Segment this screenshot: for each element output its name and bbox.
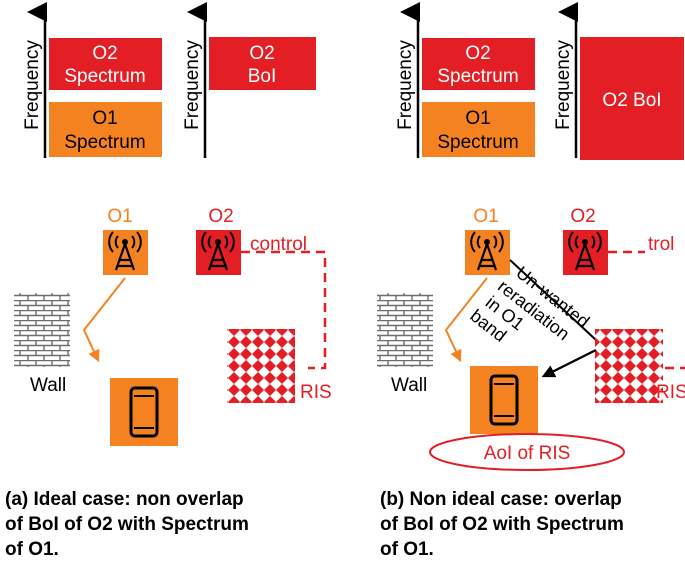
o1-to-ris-path — [509, 259, 597, 341]
o1-label: O1 — [473, 206, 498, 227]
caption-line-1: (b) Non ideal case: overlap — [380, 489, 622, 510]
ris-label: RIS — [300, 382, 332, 403]
spectrum-chart-b: Frequency O2 Spectrum O1 Spectrum — [395, 2, 535, 158]
caption-line-2: of BoI of O2 with Spectrum — [380, 514, 624, 535]
o1-signal-path — [444, 277, 488, 363]
caption-line-3: of O1. — [380, 539, 434, 560]
o2-spectrum-bar — [422, 38, 535, 90]
o1-label: O1 — [107, 206, 132, 227]
wall-label: Wall — [391, 375, 427, 396]
o1-signal-path — [82, 277, 126, 363]
o2-spectrum-label-2: Spectrum — [64, 66, 145, 87]
o2-boi-bar — [580, 37, 684, 160]
control-label: trol — [648, 234, 674, 255]
o1-spectrum-bar — [422, 102, 535, 157]
o2-label: O2 — [570, 206, 595, 227]
o1-spectrum-label-1: O1 — [92, 108, 117, 129]
reradiation-arrow — [541, 349, 597, 378]
o2-boi-label: O2 BoI — [602, 90, 661, 111]
control-link — [241, 250, 327, 370]
caption-line-2: of BoI of O2 with Spectrum — [5, 514, 249, 535]
frequency-axis-label: Frequency — [553, 40, 574, 130]
ris-icon — [227, 329, 295, 403]
wall-icon — [14, 293, 70, 367]
o2-spectrum-label-1: O2 — [465, 43, 490, 64]
o1-spectrum-label-2: Spectrum — [64, 132, 145, 153]
o2-boi-bar — [209, 37, 316, 90]
o2-boi-label-2: BoI — [248, 66, 277, 87]
o1-spectrum-label-1: O1 — [465, 108, 490, 129]
caption-b: (b) Non ideal case: overlap of BoI of O2… — [380, 489, 624, 560]
caption-a: (a) Ideal case: non overlap of BoI of O2… — [5, 489, 249, 560]
o2-spectrum-label-2: Spectrum — [437, 66, 518, 87]
spectrum-chart-a: Frequency O2 Spectrum O1 Spectrum — [22, 2, 162, 158]
o2-spectrum-bar — [49, 38, 162, 90]
o2-base-station — [563, 230, 608, 275]
ris-icon — [595, 329, 663, 403]
o2-label: O2 — [208, 206, 233, 227]
wall-icon — [377, 293, 433, 367]
o1-spectrum-bar — [49, 102, 162, 157]
phone-icon — [489, 374, 519, 426]
boi-chart-b: Frequency O2 BoI — [553, 2, 684, 160]
caption-line-1: (a) Ideal case: non overlap — [5, 489, 244, 510]
o2-boi-label-1: O2 — [249, 43, 274, 64]
wall-label: Wall — [30, 375, 66, 396]
frequency-axis-label: Frequency — [395, 40, 416, 130]
user-device-a — [110, 378, 178, 446]
aoi-label: AoI of RIS — [484, 443, 571, 464]
aoi-ellipse — [429, 433, 625, 471]
control-label: control — [250, 234, 307, 255]
o1-base-station — [465, 230, 510, 275]
user-device-b — [470, 366, 538, 434]
boi-chart-a: Frequency O2 BoI — [182, 2, 316, 158]
phone-icon — [129, 386, 159, 438]
frequency-axis-label: Frequency — [22, 40, 43, 130]
o2-base-station — [196, 230, 241, 275]
scenario-a: O1 O2 control Wall RIS — [14, 206, 332, 446]
o1-spectrum-label-2: Spectrum — [437, 132, 518, 153]
scenario-b: O1 O2 trol Wall RIS Un-wanted reradiatio… — [377, 206, 685, 471]
o1-base-station — [103, 230, 148, 275]
ris-label: RIS — [656, 382, 685, 403]
frequency-axis-label: Frequency — [182, 40, 203, 130]
caption-line-3: of O1. — [5, 539, 59, 560]
o2-spectrum-label-1: O2 — [92, 43, 117, 64]
